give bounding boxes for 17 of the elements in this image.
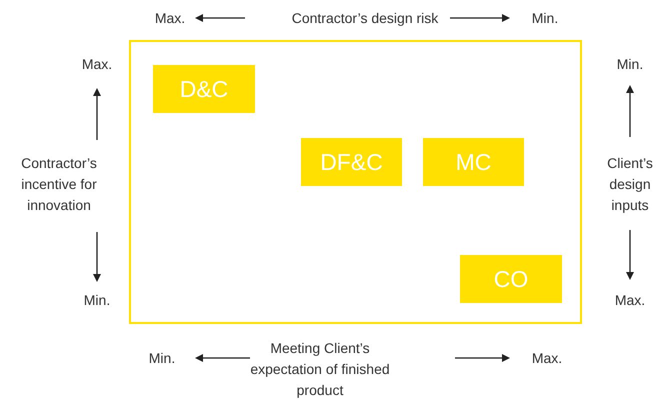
procurement-box: MC [423,138,524,186]
procurement-box: DF&C [301,138,402,186]
axis-end-label: Max. [614,291,646,310]
procurement-box: D&C [153,65,255,113]
axis-end-label: Min. [616,55,644,74]
axis-title: Contractor’s incentive for innovation [20,154,98,215]
chart-frame [129,40,582,324]
axis-end-label: Max. [154,9,186,28]
axis-end-label: Min. [82,291,112,310]
axis-title: Meeting Client’s expectation of finished product [249,339,391,400]
axis-title: Client’s design inputs [606,154,654,215]
axis-end-label: Min. [530,9,560,28]
axis-end-label: Min. [148,349,176,368]
axis-end-label: Max. [80,55,114,74]
axis-end-label: Max. [530,349,564,368]
axis-title: Contractor’s design risk [290,9,440,28]
procurement-box: CO [460,255,562,303]
